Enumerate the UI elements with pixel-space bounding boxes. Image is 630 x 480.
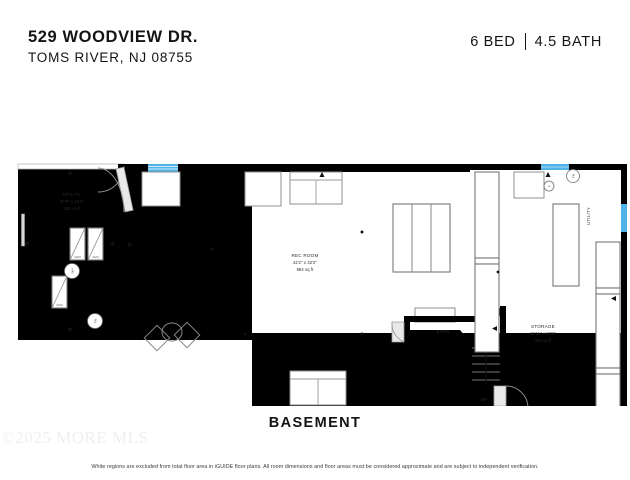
furniture-cabinet-2 bbox=[244, 171, 282, 207]
annotation-strg: STRG bbox=[436, 329, 449, 334]
page-title: 529 WOODVIEW DR. bbox=[28, 28, 199, 46]
svg-text:FN: FN bbox=[572, 174, 576, 178]
plan-header: 529 WOODVIEW DR. TOMS RIVER, NJ 08755 6 … bbox=[0, 0, 630, 78]
room-label-utility-area: 205 sq ft bbox=[64, 206, 82, 211]
fixture-cln-3: CLN bbox=[51, 275, 68, 309]
address-city-state: TOMS RIVER, NJ 08755 bbox=[28, 50, 194, 65]
fixture-cln-1: CLN bbox=[69, 227, 86, 261]
room-label-utility-dim: 10'8" x 19'4" bbox=[60, 199, 84, 204]
separator-divider bbox=[524, 33, 526, 50]
furniture-console-top bbox=[289, 171, 343, 205]
svg-text:FN: FN bbox=[94, 319, 98, 323]
svg-text:F: F bbox=[547, 185, 551, 187]
dimension-arrows-rec bbox=[128, 172, 325, 247]
dimension-arrows-storage bbox=[492, 172, 616, 331]
bed-count: 6 BED bbox=[470, 33, 516, 50]
utility-partition-wall bbox=[118, 164, 124, 340]
reference-dots-storage bbox=[496, 270, 500, 274]
bath-count: 4.5 BATH bbox=[534, 33, 602, 50]
furniture-utility-unit bbox=[552, 203, 580, 287]
furniture-cabinet-1 bbox=[141, 171, 181, 207]
furniture-decor-cluster bbox=[143, 321, 201, 352]
room-label-storage-dim: 15'11" x 33'5" bbox=[530, 331, 557, 336]
fixture-marker-fn-2: FN bbox=[566, 169, 580, 183]
room-label-utility-name: UTILITY bbox=[63, 192, 82, 197]
room-storage-right: STORAGE 15'11" x 33'5" 462 sq ft bbox=[492, 172, 621, 406]
annotation-up: UP bbox=[481, 397, 488, 402]
dimension-arrows-utility bbox=[25, 170, 114, 333]
window-top-left bbox=[148, 164, 178, 172]
window-right-wall bbox=[621, 204, 627, 232]
window-top-right bbox=[541, 164, 569, 170]
svg-text:WH: WH bbox=[71, 268, 75, 273]
room-label-rec-dim: 42'2" x 32'2" bbox=[293, 260, 317, 265]
room-rec-room: REC ROOM 42'2" x 32'2" 984 sq ft bbox=[128, 171, 456, 406]
fixture-marker-fn-3: F bbox=[543, 180, 555, 192]
svg-text:CLN: CLN bbox=[92, 255, 98, 259]
window-left-wall bbox=[21, 213, 25, 247]
fixture-marker-wh: WH bbox=[64, 263, 80, 279]
disclaimer-text: White regions are excluded from total fl… bbox=[91, 464, 539, 470]
fixture-marker-fn: FN bbox=[87, 313, 103, 329]
floor-plan-svg: .wall { fill:#000000; } .furn { fill:#ff… bbox=[0, 76, 630, 406]
room-utility-right: FN F UTILITY bbox=[474, 169, 591, 353]
room-label-storage-area: 462 sq ft bbox=[535, 338, 553, 343]
furniture-shelving-unit bbox=[392, 203, 451, 273]
floor-plan-canvas: .wall { fill:#000000; } .furn { fill:#ff… bbox=[0, 76, 630, 406]
svg-text:CLN: CLN bbox=[56, 303, 62, 307]
furniture-cabinet-3 bbox=[513, 171, 545, 199]
furniture-shelf-column bbox=[595, 241, 621, 406]
copyright-watermark: ©2025 MORE MLS bbox=[2, 428, 149, 447]
room-label-rec-area: 984 sq ft bbox=[297, 267, 315, 272]
furniture-closet-tall-1 bbox=[474, 171, 500, 353]
floor-level-label: BASEMENT bbox=[268, 415, 362, 431]
annotation-utility-right: UTILITY bbox=[586, 207, 591, 225]
room-label-storage-name: STORAGE bbox=[531, 324, 555, 329]
room-label-rec-name: REC ROOM bbox=[291, 253, 318, 258]
reference-dots bbox=[210, 230, 364, 336]
fixture-cln-2: CLN bbox=[87, 227, 104, 261]
furniture-sofa-1 bbox=[289, 370, 347, 406]
svg-text:CLN: CLN bbox=[74, 255, 80, 259]
beds-baths-summary: 6 BED 4.5 BATH bbox=[470, 33, 602, 50]
room-utility-left: CLN CLN CLN WH FN UTILITY bbox=[21, 165, 134, 333]
